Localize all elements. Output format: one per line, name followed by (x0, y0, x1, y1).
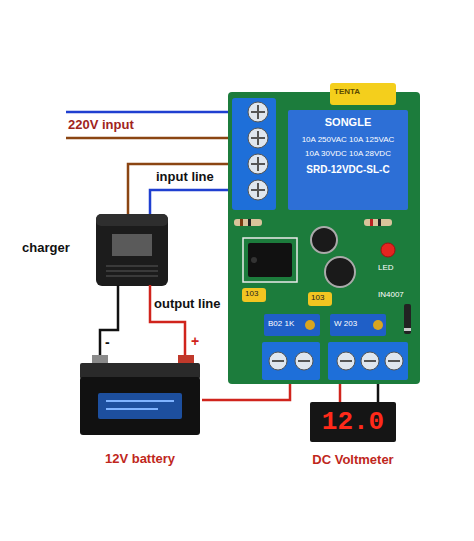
wire (202, 384, 290, 400)
part-text: LED (378, 263, 394, 273)
wire-connection (128, 164, 228, 208)
charger-adapter: charger (92, 208, 172, 290)
part-text: W 203 (334, 319, 357, 329)
wire (100, 290, 118, 355)
part-text: B02 1K (268, 319, 294, 329)
wire-label: output line (154, 296, 220, 312)
voltmeter: 12.0DC Voltmeter (310, 402, 396, 442)
wire (150, 190, 228, 208)
battery-body (78, 355, 202, 437)
mains-wire (66, 111, 232, 114)
relay-component: SONGLE 10A 250VAC 10A 125VAC 10A 30VDC 10A… (288, 110, 408, 210)
part-text: SRD-12VDC-SL-C (292, 164, 404, 176)
annotation-label: 220V input (68, 117, 134, 133)
part-text: IN4007 (378, 290, 404, 300)
part-text: 12.0 (310, 409, 396, 435)
relay-module-board: SONGLE 10A 250VAC 10A 125VAC 10A 30VDC 10A… (228, 92, 420, 384)
part-text: 103 (311, 293, 324, 303)
wire-connection (202, 384, 290, 400)
annotation-label: TENTA (330, 83, 396, 105)
charger-body (92, 208, 172, 290)
wire (128, 164, 228, 208)
battery: 12V battery (78, 355, 202, 437)
part-text: DC Voltmeter (290, 452, 416, 468)
part-text: charger (22, 240, 70, 256)
wire-label: input line (156, 169, 214, 185)
mains-wire (66, 137, 232, 140)
part-text: 12V battery (78, 451, 202, 467)
part-text: SONGLE (292, 116, 404, 129)
part-text: 103 (245, 289, 258, 299)
annotation-label: + (191, 333, 199, 350)
part-text: 10A 30VDC 10A 28VDC (292, 149, 404, 159)
annotation-label: - (105, 334, 110, 351)
wire (339, 384, 342, 402)
part-text: 10A 250VAC 10A 125VAC (292, 135, 404, 145)
wire (377, 384, 380, 402)
wire-connection (340, 384, 378, 402)
